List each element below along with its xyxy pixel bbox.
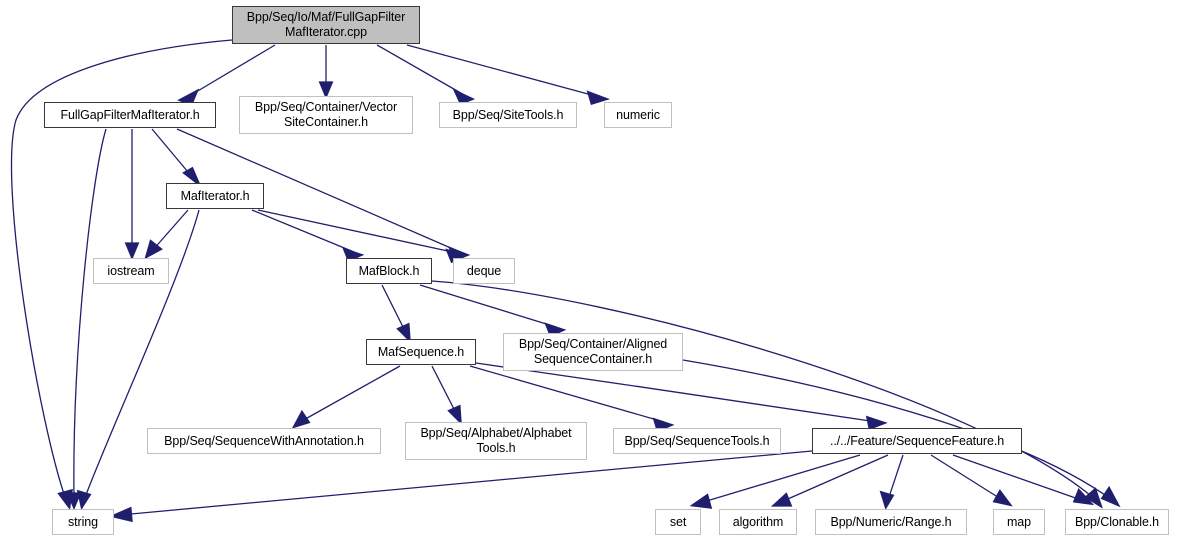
edge-mafsequence-to-seqfeature: [475, 362, 878, 423]
edge-seqfeature-to-range: [887, 454, 904, 501]
arrowhead-mafsequence-to-seqwithann: [291, 409, 311, 429]
graph-node-set[interactable]: set: [655, 509, 701, 535]
edge-seqfeature-to-clonable: [952, 454, 1085, 502]
graph-node-deque[interactable]: deque: [453, 258, 515, 284]
edge-seqfeature-to-map: [930, 454, 1005, 502]
edge-seqfeature-to-set: [699, 454, 861, 504]
graph-node-alphabettools[interactable]: Bpp/Seq/Alphabet/Alphabet Tools.h: [405, 422, 587, 460]
graph-node-seqfeature[interactable]: ../../Feature/SequenceFeature.h: [812, 428, 1022, 454]
graph-node-mafiterator[interactable]: MafIterator.h: [166, 183, 264, 209]
arrowhead-seqfeature-to-algorithm: [770, 492, 793, 507]
edge-mafiterator-to-mafblock: [251, 209, 355, 253]
edge-mafblock-to-mafsequence: [381, 284, 407, 334]
graph-node-alignedseq[interactable]: Bpp/Seq/Container/Aligned SequenceContai…: [503, 333, 683, 371]
edge-mafsequence-to-seqwithann: [299, 365, 401, 423]
graph-node-iostream[interactable]: iostream: [93, 258, 169, 284]
arrowhead-fullgap-to-mafiterator: [182, 166, 202, 189]
graph-node-algorithm[interactable]: algorithm: [719, 509, 797, 535]
arrowhead-fullgap-to-iostream: [124, 242, 140, 261]
graph-node-mafblock[interactable]: MafBlock.h: [346, 258, 432, 284]
graph-node-numeric[interactable]: numeric: [604, 102, 672, 128]
arrowhead-mafblock-to-mafsequence: [396, 322, 411, 344]
graph-node-mafsequence[interactable]: MafSequence.h: [366, 339, 476, 365]
edge-seqfeature-to-string: [119, 450, 813, 516]
graph-node-vectorsite[interactable]: Bpp/Seq/Container/Vector SiteContainer.h: [239, 96, 413, 134]
graph-node-root: Bpp/Seq/Io/Maf/FullGapFilter MafIterator…: [232, 6, 420, 44]
arrowhead-mafsequence-to-seqfeature: [865, 415, 888, 431]
edge-mafiterator-to-string: [83, 209, 200, 501]
edge-fullgap-to-string: [73, 128, 107, 501]
arrowhead-fullgap-to-string: [66, 492, 82, 511]
graph-node-string[interactable]: string: [52, 509, 114, 535]
graph-node-sitetools[interactable]: Bpp/Seq/SiteTools.h: [439, 102, 577, 128]
graph-node-seqtools[interactable]: Bpp/Seq/SequenceTools.h: [613, 428, 781, 454]
graph-node-seqwithann[interactable]: Bpp/Seq/SequenceWithAnnotation.h: [147, 428, 381, 454]
edge-root-to-numeric: [406, 44, 600, 98]
edge-mafblock-to-alignedseq: [419, 284, 557, 328]
arrowhead-mafiterator-to-iostream: [144, 239, 163, 260]
arrowhead-seqfeature-to-map: [992, 489, 1013, 507]
arrowhead-mafblock-to-clonable: [1084, 487, 1103, 509]
arrowhead-mafiterator-to-string: [76, 489, 92, 511]
edge-seqfeature-to-algorithm: [780, 454, 889, 503]
arrowhead-mafsequence-to-alphabettools: [447, 404, 462, 426]
edge-mafblock-to-clonable: [431, 280, 1097, 501]
edge-root-to-sitetools: [376, 44, 467, 97]
arrowhead-root-to-string: [57, 488, 73, 511]
arrowhead-seqfeature-to-string: [108, 506, 133, 523]
arrowhead-seqfeature-to-clonable: [1072, 488, 1095, 506]
edge-mafsequence-to-seqtools: [469, 365, 665, 423]
edge-mafiterator-to-deque: [257, 209, 458, 254]
edge-root-to-fullgap: [185, 44, 276, 99]
edge-mafiterator-to-iostream: [151, 209, 189, 252]
arrowhead-seqfeature-to-set: [689, 493, 713, 509]
arrowhead-root-to-vectorsite: [318, 81, 334, 100]
graph-node-map[interactable]: map: [993, 509, 1045, 535]
edge-fullgap-to-mafiterator: [151, 128, 194, 179]
arrowhead-seqfeature-to-range: [879, 490, 895, 510]
graph-node-fullgap[interactable]: FullGapFilterMafIterator.h: [44, 102, 216, 128]
edge-mafsequence-to-alphabettools: [431, 365, 458, 416]
graph-node-range[interactable]: Bpp/Numeric/Range.h: [815, 509, 967, 535]
arrowhead-alignedseq-to-clonable: [1100, 485, 1121, 508]
arrowhead-root-to-numeric: [586, 90, 610, 106]
graph-node-clonable[interactable]: Bpp/Clonable.h: [1065, 509, 1169, 535]
